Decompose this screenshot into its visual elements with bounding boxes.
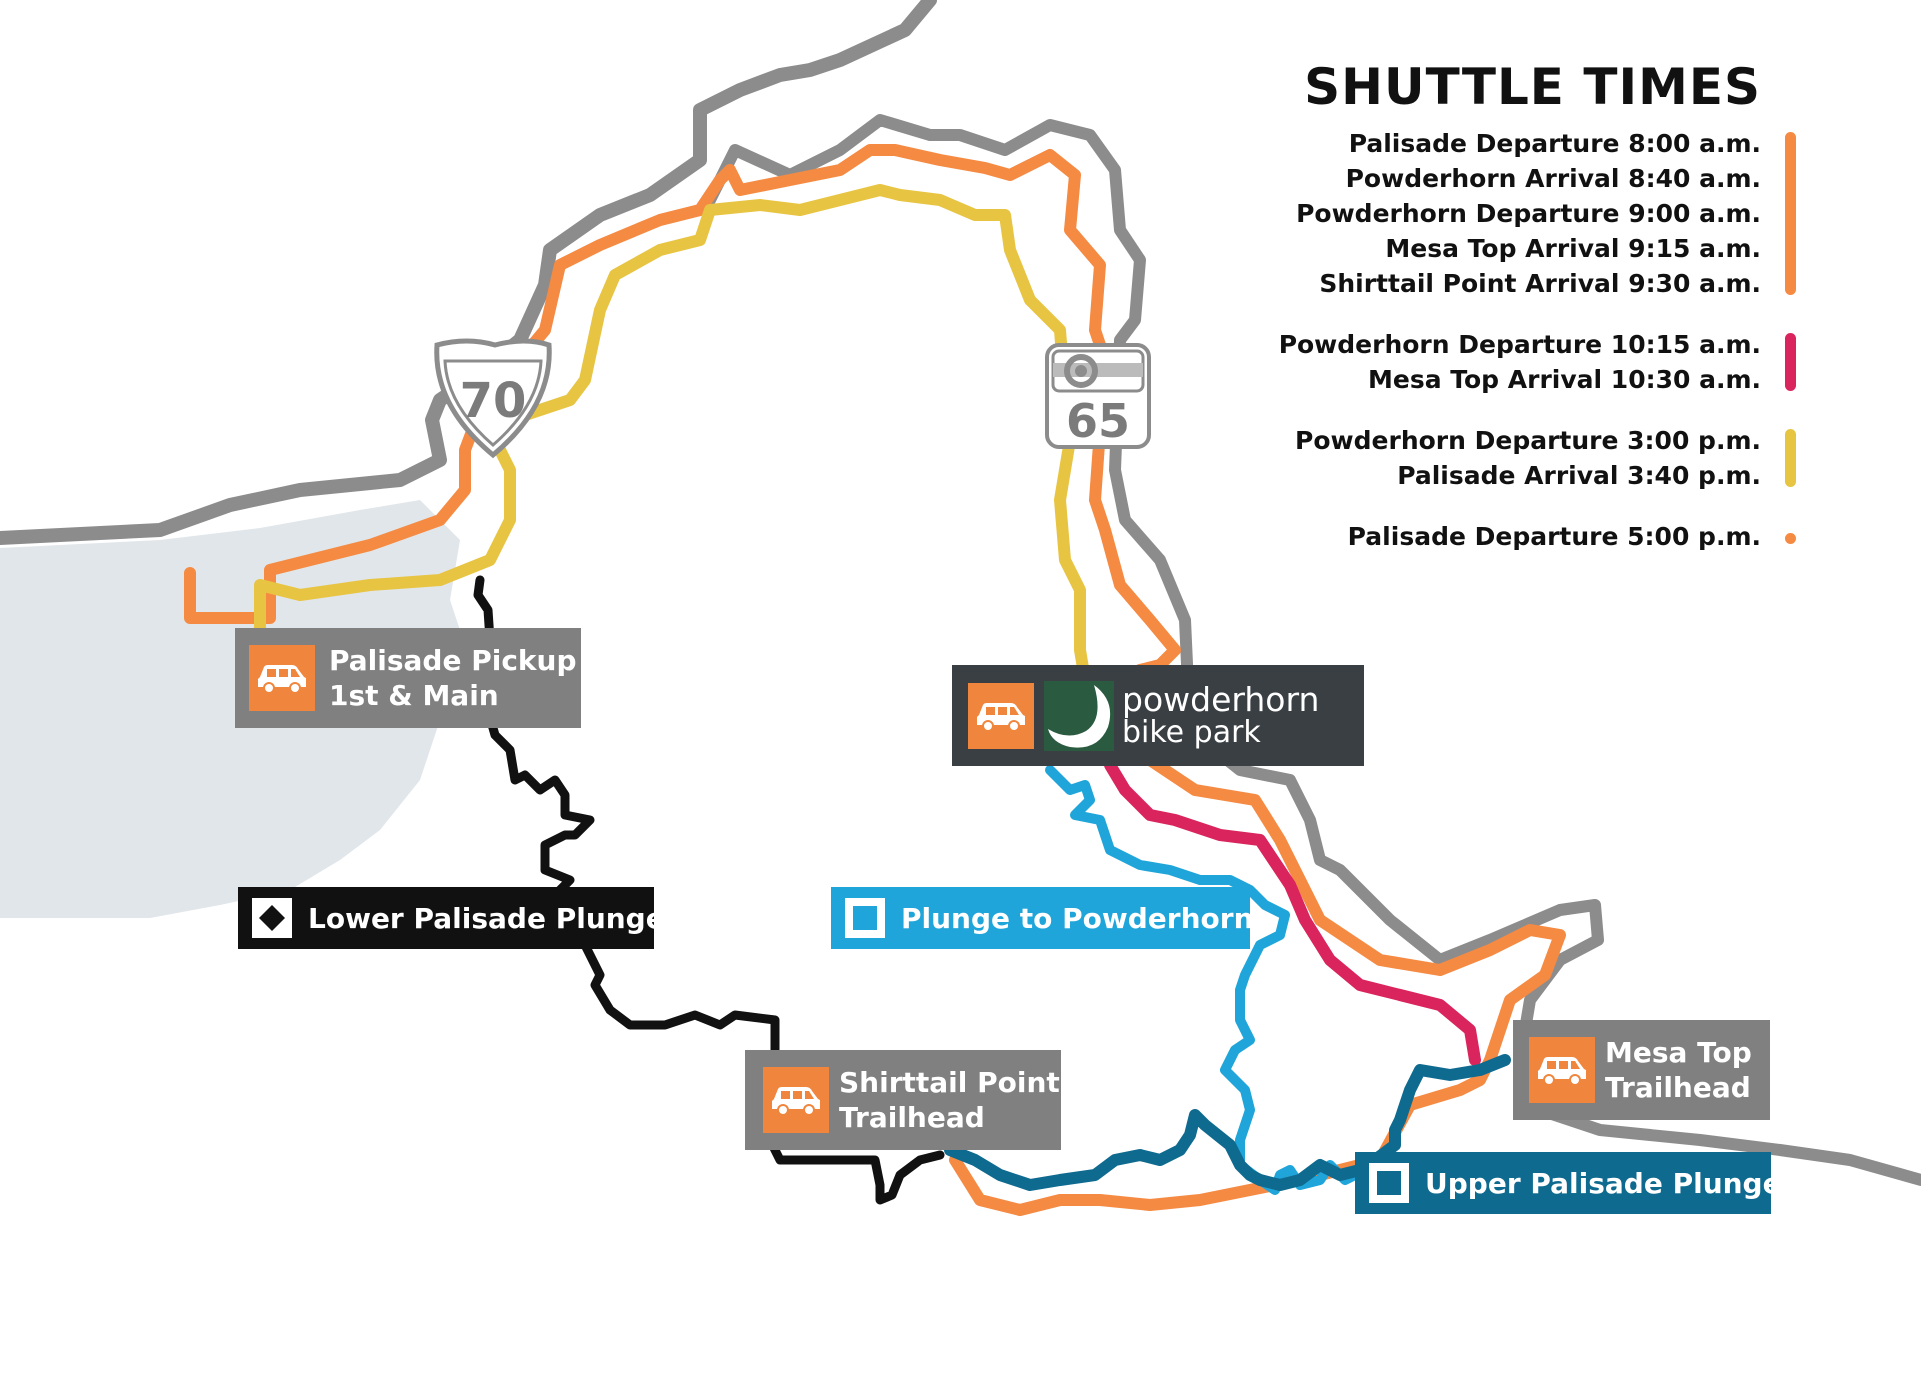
van-icon (249, 645, 315, 711)
legend-title: SHUTTLE TIMES (1304, 58, 1761, 116)
legend-line: Mesa Top Arrival 10:30 a.m. (1367, 365, 1761, 394)
state-65-number: 65 (1066, 394, 1130, 448)
black-diamond-icon (252, 898, 292, 938)
mesa-top-line2: Trailhead (1605, 1071, 1751, 1104)
powderhorn-logo-icon (1044, 680, 1114, 751)
highway-road (0, 0, 937, 545)
shirttail-line1: Shirttail Point (839, 1066, 1060, 1099)
orange-dot-swatch (1785, 533, 1796, 544)
interstate-70-shield: 70 (434, 338, 552, 459)
legend-line: Mesa Top Arrival 9:15 a.m. (1385, 234, 1761, 263)
shirttail-line2: Trailhead (839, 1101, 985, 1134)
shirttail-point-label[interactable]: Shirttail Point Trailhead (745, 1050, 1061, 1150)
mesa-top-label[interactable]: Mesa Top Trailhead (1513, 1020, 1770, 1120)
yellow-route-swatch (1785, 429, 1796, 487)
orange-route-swatch (1785, 132, 1796, 295)
orange-shuttle-route (184, 144, 1566, 1216)
plunge-to-powderhorn-text: Plunge to Powderhorn (901, 901, 1254, 935)
legend-line: Powderhorn Departure 9:00 a.m. (1296, 199, 1761, 228)
legend-line: Palisade Departure 5:00 p.m. (1347, 522, 1761, 551)
legend-line: Palisade Arrival 3:40 p.m. (1397, 461, 1761, 490)
palisade-pickup-line2: 1st & Main (329, 679, 499, 712)
mesa-top-line1: Mesa Top (1605, 1036, 1752, 1069)
shuttle-times-legend: SHUTTLE TIMES Palisade Departure 8:00 a.… (1231, 58, 1796, 580)
upper-palisade-plunge-trail (944, 1054, 1511, 1191)
powderhorn-bike-park-label[interactable]: powderhorn bike park (952, 665, 1364, 766)
legend-line: Powderhorn Departure 10:15 a.m. (1278, 330, 1761, 359)
legend-line: Palisade Departure 8:00 a.m. (1348, 129, 1761, 158)
magenta-shuttle-route (1104, 759, 1481, 1066)
palisade-pickup-line1: Palisade Pickup (329, 644, 577, 677)
legend-line: Powderhorn Arrival 8:40 a.m. (1345, 164, 1761, 193)
legend-line: Shirttail Point Arrival 9:30 a.m. (1319, 269, 1761, 298)
legend-group-morning: Palisade Departure 8:00 a.m. Powderhorn … (1231, 126, 1796, 301)
powderhorn-line2: bike park (1122, 714, 1261, 750)
blue-square-icon (845, 898, 885, 938)
van-icon (763, 1067, 829, 1133)
legend-group-afternoon: Powderhorn Departure 3:00 p.m. Palisade … (1231, 423, 1796, 493)
legend-group-evening: Palisade Departure 5:00 p.m. (1231, 519, 1796, 554)
upper-palisade-plunge-label[interactable]: Upper Palisade Plunge (1355, 1152, 1782, 1214)
lower-palisade-plunge-text: Lower Palisade Plunge (308, 901, 665, 935)
upper-palisade-plunge-text: Upper Palisade Plunge (1425, 1166, 1782, 1200)
lower-palisade-plunge-label[interactable]: Lower Palisade Plunge (238, 887, 665, 949)
state-65-shield: 65 (1045, 343, 1151, 449)
plunge-to-powderhorn-label[interactable]: Plunge to Powderhorn (831, 887, 1254, 949)
legend-line: Powderhorn Departure 3:00 p.m. (1295, 426, 1761, 455)
interstate-70-number: 70 (460, 373, 527, 429)
powderhorn-line1: powderhorn (1122, 679, 1320, 719)
legend-group-midmorning: Powderhorn Departure 10:15 a.m. Mesa Top… (1231, 327, 1796, 397)
blue-square-icon (1369, 1163, 1409, 1203)
van-icon (968, 682, 1034, 749)
magenta-route-swatch (1785, 333, 1796, 391)
palisade-pickup-label[interactable]: Palisade Pickup 1st & Main (235, 628, 581, 728)
van-icon (1529, 1037, 1595, 1103)
